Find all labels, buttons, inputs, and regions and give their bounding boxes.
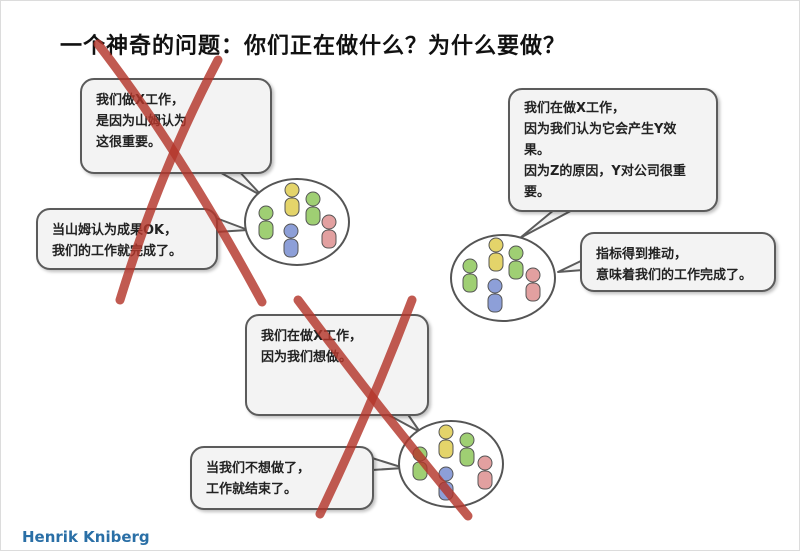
- bubble-tail-impact-done: [557, 259, 584, 273]
- person-icon: [477, 455, 493, 490]
- person-icon: [438, 424, 454, 459]
- author-credit: Henrik Kniberg: [22, 528, 150, 546]
- bubble-line: 是因为山姆认为: [96, 114, 188, 129]
- bubble-line: 我们的工作就完成了。: [52, 244, 183, 259]
- person-icon: [412, 446, 428, 481]
- bubble-want-done: 当我们不想做了， 工作就结束了。: [190, 446, 374, 510]
- person-icon: [459, 432, 475, 467]
- bubble-line: 我们在做X工作，: [261, 329, 363, 344]
- bubble-line: 要。: [524, 185, 551, 200]
- person-icon: [321, 214, 337, 249]
- person-icon: [283, 223, 299, 258]
- person-icon: [305, 191, 321, 226]
- person-icon: [438, 466, 454, 501]
- bubble-line: 指标得到推动，: [596, 247, 688, 262]
- bubble-line: 工作就结束了。: [206, 482, 298, 497]
- bubble-want-reason: 我们在做X工作， 因为我们想做。: [245, 314, 429, 416]
- team-group-impact: [450, 234, 556, 322]
- bubble-line: 我们在做X工作，: [524, 101, 626, 116]
- person-icon: [525, 267, 541, 302]
- person-icon: [258, 205, 274, 240]
- person-icon: [508, 245, 524, 280]
- bubble-line: 我们做X工作，: [96, 93, 185, 108]
- bubble-line: 当山姆认为成果OK，: [52, 223, 178, 238]
- bubble-impact-reason: 我们在做X工作， 因为我们认为它会产生Y效 果。 因为Z的原因，Y对公司很重 要…: [508, 88, 718, 212]
- bubble-line: 当我们不想做了，: [206, 461, 311, 476]
- bubble-boss-reason: 我们做X工作， 是因为山姆认为 这很重要。: [80, 78, 272, 174]
- person-icon: [462, 258, 478, 293]
- bubble-tail-boss-done: [215, 217, 249, 233]
- team-group-boss: [244, 178, 350, 266]
- person-icon: [488, 237, 504, 272]
- person-icon: [284, 182, 300, 217]
- bubble-line: 因为我们认为它会产生Y效: [524, 122, 677, 137]
- person-icon: [487, 278, 503, 313]
- team-group-want: [398, 420, 504, 508]
- bubble-line: 因为我们想做。: [261, 350, 353, 365]
- bubble-line: 因为Z的原因，Y对公司很重: [524, 164, 686, 179]
- bubble-line: 意味着我们的工作完成了。: [596, 268, 753, 283]
- bubble-line: 这很重要。: [96, 135, 162, 150]
- bubble-line: 果。: [524, 143, 551, 158]
- bubble-boss-done: 当山姆认为成果OK， 我们的工作就完成了。: [36, 208, 218, 270]
- bubble-impact-done: 指标得到推动， 意味着我们的工作完成了。: [580, 232, 776, 292]
